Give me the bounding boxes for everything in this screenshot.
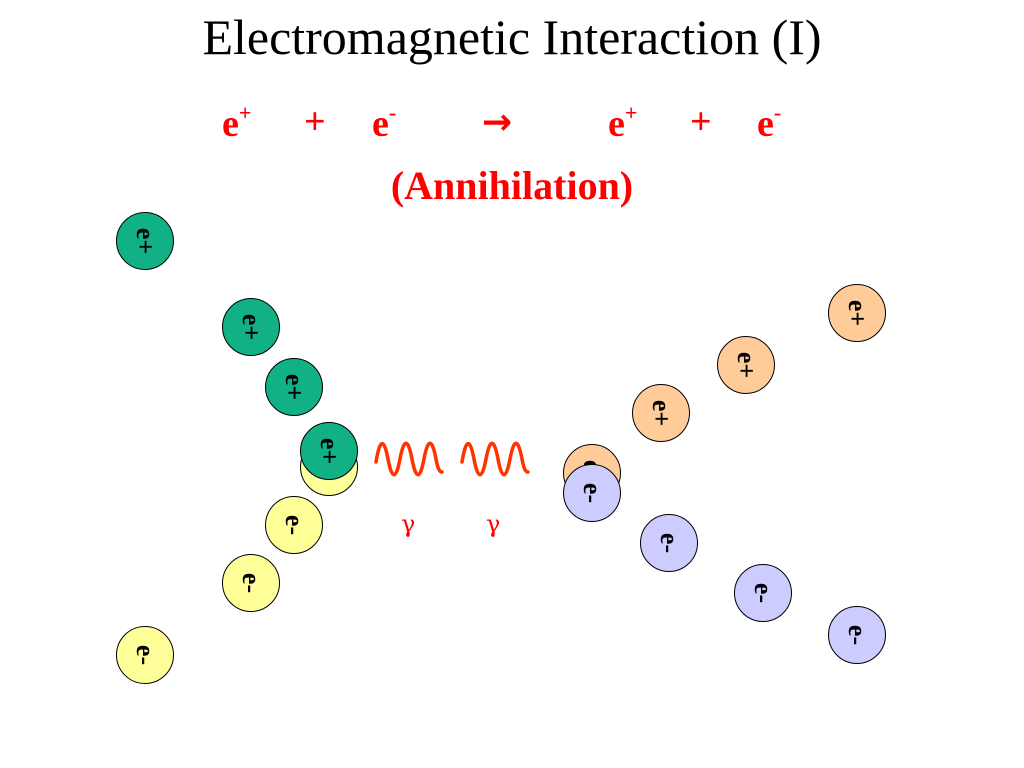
photon-wave-2-icon bbox=[460, 441, 530, 477]
electron-outgoing-1: e- bbox=[563, 464, 621, 522]
positron-label: e+ bbox=[646, 399, 676, 427]
page-title: Electromagnetic Interaction (I) bbox=[202, 9, 822, 65]
electron-label: e- bbox=[130, 644, 160, 666]
rhs-positron: e+ bbox=[608, 100, 637, 146]
electron-outgoing-2: e- bbox=[640, 514, 698, 572]
rhs-positron-symbol: e bbox=[608, 103, 625, 145]
reaction-arrow-icon: → bbox=[482, 102, 513, 143]
lhs-plus-sign: + bbox=[304, 101, 326, 143]
electron-outgoing-4: e- bbox=[828, 606, 886, 664]
electron-incoming-1: e- bbox=[116, 626, 174, 684]
lhs-electron-symbol: e bbox=[372, 103, 389, 145]
lhs-positron: e+ bbox=[222, 100, 251, 146]
photon-label-1: γ bbox=[401, 510, 416, 538]
positron-outgoing-2: e+ bbox=[632, 384, 690, 442]
rhs-electron-charge: - bbox=[773, 100, 782, 125]
positron-outgoing-4: e+ bbox=[828, 284, 886, 342]
photon-label-2: γ bbox=[486, 510, 501, 538]
positron-label: e+ bbox=[236, 313, 266, 341]
rhs-plus-sign: + bbox=[690, 101, 712, 143]
electron-label: e- bbox=[577, 482, 607, 504]
positron-incoming-2: e+ bbox=[222, 298, 280, 356]
positron-incoming-3: e+ bbox=[265, 358, 323, 416]
positron-incoming-4: e+ bbox=[300, 422, 358, 480]
photon-wave-1-icon bbox=[374, 441, 444, 477]
lhs-electron: e- bbox=[372, 100, 396, 146]
electron-incoming-3: e- bbox=[265, 496, 323, 554]
lhs-positron-symbol: e bbox=[222, 103, 239, 145]
lhs-electron-charge: - bbox=[388, 100, 397, 125]
positron-label: e+ bbox=[731, 351, 761, 379]
electron-label: e- bbox=[748, 582, 778, 604]
rhs-positron-charge: + bbox=[624, 100, 638, 125]
positron-outgoing-3: e+ bbox=[717, 336, 775, 394]
electron-incoming-2: e- bbox=[222, 554, 280, 612]
process-subtitle: (Annihilation) bbox=[390, 163, 634, 208]
rhs-electron: e- bbox=[757, 100, 781, 146]
positron-label: e+ bbox=[279, 373, 309, 401]
electron-label: e- bbox=[842, 624, 872, 646]
electron-label: e- bbox=[654, 532, 684, 554]
reaction-equation: e+ + e- → e+ + e- bbox=[0, 100, 1024, 156]
electron-outgoing-3: e- bbox=[734, 564, 792, 622]
positron-label: e+ bbox=[842, 299, 872, 327]
positron-label: e+ bbox=[314, 437, 344, 465]
positron-label: e+ bbox=[130, 227, 160, 255]
electron-label: e- bbox=[236, 572, 266, 594]
electron-label: e- bbox=[279, 514, 309, 536]
lhs-positron-charge: + bbox=[238, 100, 252, 125]
rhs-electron-symbol: e bbox=[757, 103, 774, 145]
positron-incoming-1: e+ bbox=[116, 212, 174, 270]
